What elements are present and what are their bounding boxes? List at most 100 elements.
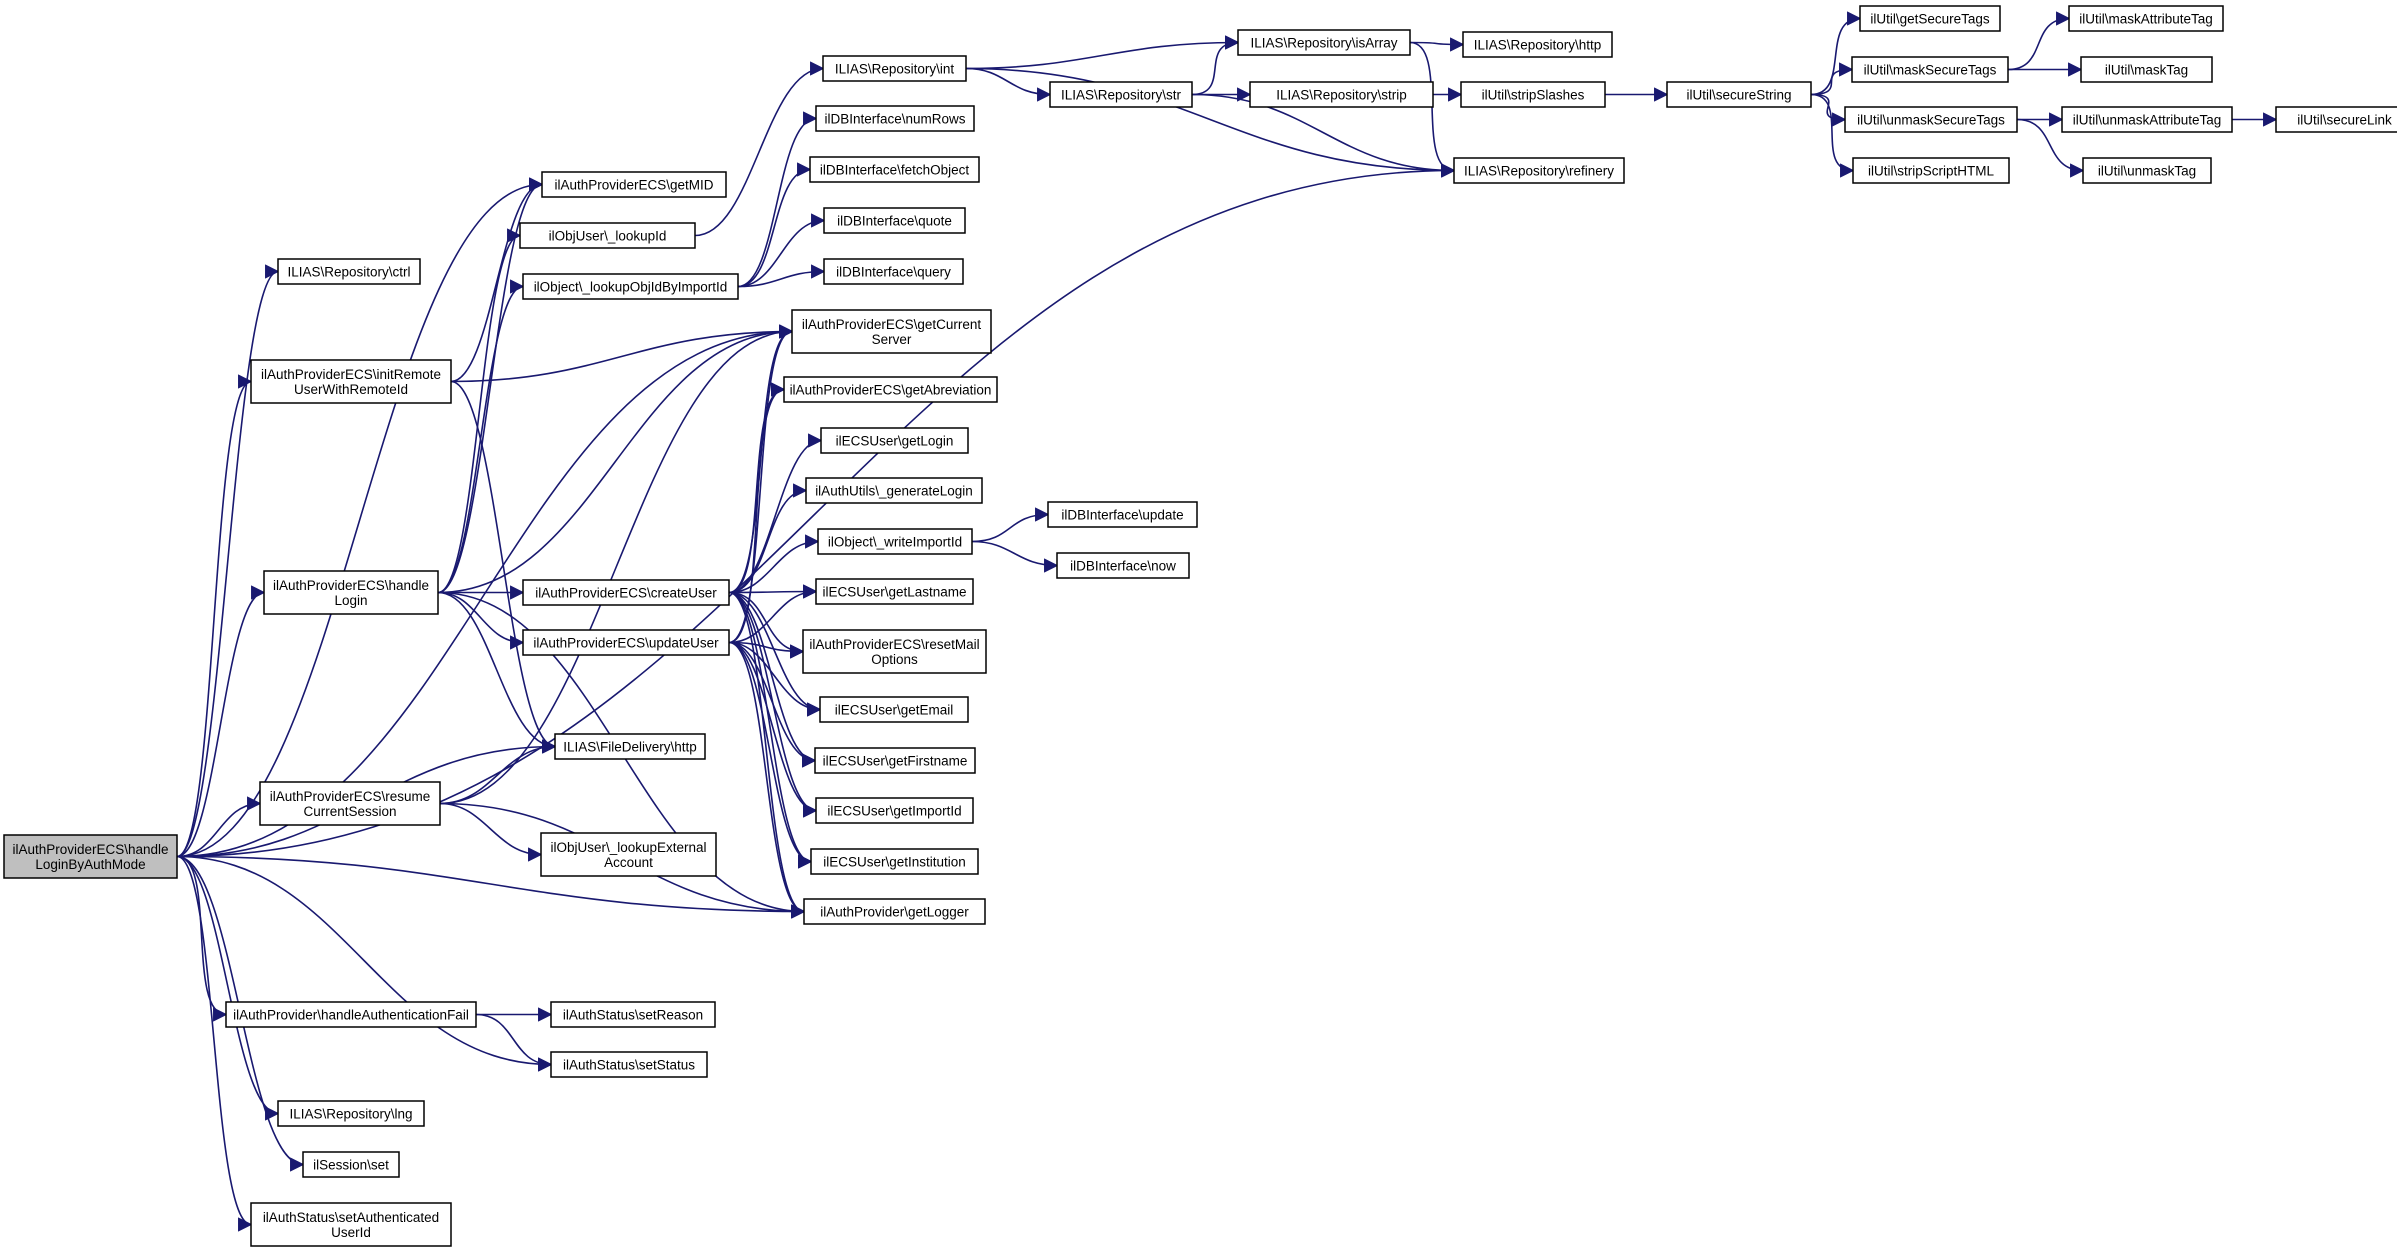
node-box — [522, 579, 730, 606]
node-get-abbrev[interactable]: ilAuthProviderECS\getAbreviation — [783, 376, 998, 403]
node-init-remote[interactable]: ilAuthProviderECS\initRemoteUserWithRemo… — [250, 359, 452, 404]
node-box — [815, 578, 974, 605]
node-box — [810, 848, 979, 875]
edge-init-remote-to-get-mid — [450, 177, 544, 383]
node-query[interactable]: ilDBInterface\query — [823, 258, 964, 285]
node-handle-fail[interactable]: ilAuthProvider\handleAuthenticationFail — [225, 1001, 477, 1028]
node-file-http[interactable]: ILIAS\FileDelivery\http — [554, 733, 706, 760]
node-box — [225, 1001, 477, 1028]
node-ctrl[interactable]: ILIAS\Repository\ctrl — [277, 258, 421, 285]
node-label: ILIAS\Repository\str — [1061, 88, 1182, 103]
node-gen-login[interactable]: ilAuthUtils\_generateLogin — [805, 477, 983, 504]
edge-root-to-lng — [176, 855, 280, 1121]
node-label: ilDBInterface\update — [1061, 508, 1183, 523]
node-box — [550, 1001, 716, 1028]
node-box — [803, 898, 986, 925]
node-box — [3, 834, 178, 879]
node-rep-int[interactable]: ILIAS\Repository\int — [822, 55, 967, 82]
node-get-import-id[interactable]: ilECSUser\getImportId — [815, 797, 974, 824]
node-get-logger[interactable]: ilAuthProvider\getLogger — [803, 898, 986, 925]
node-mask-attr-tag[interactable]: ilUtil\maskAttributeTag — [2068, 5, 2224, 32]
node-label: ilUtil\secureString — [1686, 88, 1791, 103]
node-secure-link[interactable]: ilUtil\secureLink — [2275, 106, 2397, 133]
edge-secure-string-to-strip-script-html — [1810, 93, 1855, 178]
node-label: ilUtil\secureLink — [2297, 113, 2392, 128]
node-fetch-object[interactable]: ilDBInterface\fetchObject — [809, 156, 980, 183]
node-box — [522, 629, 730, 656]
node-box — [1249, 81, 1434, 108]
node-box — [1049, 81, 1193, 108]
node-strip-slashes[interactable]: ilUtil\stripSlashes — [1460, 81, 1606, 108]
node-box — [822, 55, 967, 82]
node-get-institution[interactable]: ilECSUser\getInstitution — [810, 848, 979, 875]
node-secure-string[interactable]: ilUtil\secureString — [1666, 81, 1812, 108]
node-lookup-obj-id[interactable]: ilObject\_lookupObjIdByImportId — [522, 273, 739, 300]
node-session-set[interactable]: ilSession\set — [302, 1151, 400, 1178]
node-box — [1852, 157, 2010, 184]
edge-update-user-to-reset-mail — [728, 641, 805, 659]
edge-create-user-to-gen-login — [728, 483, 808, 594]
node-label: ilAuthProviderECS\getMID — [554, 178, 713, 193]
node-rep-str[interactable]: ILIAS\Repository\str — [1049, 81, 1193, 108]
node-label: ilDBInterface\numRows — [824, 112, 965, 127]
node-unmask-attr-tag[interactable]: ilUtil\unmaskAttributeTag — [2061, 106, 2233, 133]
node-get-email[interactable]: ilECSUser\getEmail — [819, 696, 969, 723]
node-box — [1047, 501, 1198, 528]
node-label: ilAuthProviderECS\handle — [12, 842, 168, 857]
node-rep-http[interactable]: ILIAS\Repository\http — [1462, 31, 1613, 58]
node-label: ilAuthStatus\setStatus — [563, 1058, 695, 1073]
node-box — [1462, 31, 1613, 58]
node-set-status[interactable]: ilAuthStatus\setStatus — [550, 1051, 708, 1078]
node-db-now[interactable]: ilDBInterface\now — [1056, 552, 1190, 579]
node-get-mid[interactable]: ilAuthProviderECS\getMID — [541, 171, 727, 198]
node-update-user[interactable]: ilAuthProviderECS\updateUser — [522, 629, 730, 656]
edge-init-remote-to-file-http — [450, 380, 557, 754]
node-write-import[interactable]: ilObject\_writeImportId — [817, 528, 973, 555]
node-box — [302, 1151, 400, 1178]
node-mask-tag[interactable]: ilUtil\maskTag — [2080, 56, 2213, 83]
node-unmask-tag[interactable]: ilUtil\unmaskTag — [2082, 157, 2212, 184]
node-mask-secure-tags[interactable]: ilUtil\maskSecureTags — [1851, 56, 2009, 83]
edge-update-user-to-get-cur-server — [728, 324, 794, 644]
node-refinery[interactable]: ILIAS\Repository\refinery — [1453, 157, 1625, 184]
edge-root-to-get-logger — [176, 855, 806, 919]
edge-root-to-handle-login — [176, 585, 266, 858]
node-box — [1666, 81, 1812, 108]
node-get-secure-tags[interactable]: ilUtil\getSecureTags — [1859, 5, 2001, 32]
node-label: ilDBInterface\quote — [837, 214, 952, 229]
node-box — [522, 273, 739, 300]
node-is-array[interactable]: ILIAS\Repository\isArray — [1237, 29, 1411, 56]
node-label: ilObjUser\_lookupId — [549, 229, 667, 244]
node-lng[interactable]: ILIAS\Repository\lng — [277, 1100, 425, 1127]
node-box — [2080, 56, 2213, 83]
node-lookup-id[interactable]: ilObjUser\_lookupId — [519, 222, 696, 249]
edge-create-user-to-get-email — [728, 591, 822, 717]
node-strip-script-html[interactable]: ilUtil\stripScriptHTML — [1852, 157, 2010, 184]
node-box — [2275, 106, 2397, 133]
node-rep-strip[interactable]: ILIAS\Repository\strip — [1249, 81, 1434, 108]
node-label: ilECSUser\getLogin — [836, 434, 954, 449]
node-set-reason[interactable]: ilAuthStatus\setReason — [550, 1001, 716, 1028]
node-create-user[interactable]: ilAuthProviderECS\createUser — [522, 579, 730, 606]
node-label: ilECSUser\getEmail — [835, 703, 954, 718]
node-label: ilAuthProvider\getLogger — [820, 905, 969, 920]
node-num-rows[interactable]: ilDBInterface\numRows — [815, 105, 975, 132]
node-label: ilAuthProviderECS\handle — [273, 578, 429, 593]
edge-handle-login-to-update-user — [437, 591, 525, 650]
node-get-firstname[interactable]: ilECSUser\getFirstname — [814, 747, 976, 774]
node-db-update[interactable]: ilDBInterface\update — [1047, 501, 1198, 528]
node-unmask-secure-tags[interactable]: ilUtil\unmaskSecureTags — [1844, 106, 2018, 133]
node-get-login[interactable]: ilECSUser\getLogin — [820, 427, 969, 454]
node-get-lastname[interactable]: ilECSUser\getLastname — [815, 578, 974, 605]
edge-lookup-obj-id-to-fetch-object — [737, 162, 812, 288]
node-quote[interactable]: ilDBInterface\quote — [823, 207, 966, 234]
node-box — [805, 477, 983, 504]
